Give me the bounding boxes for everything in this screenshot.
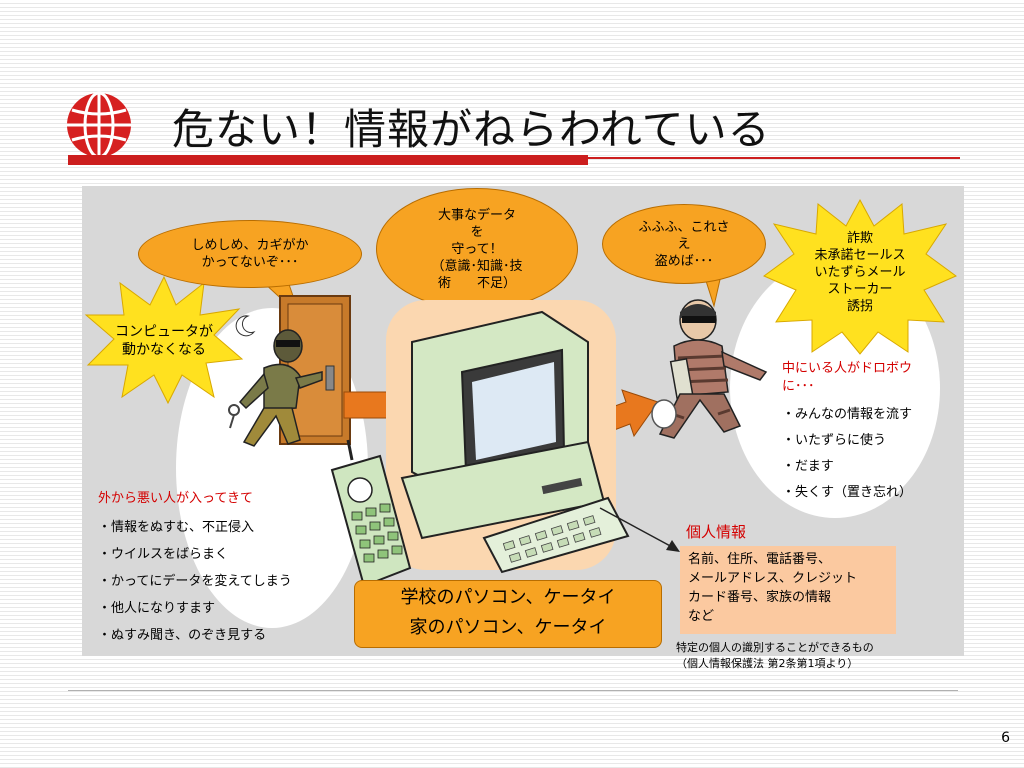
devices-line: 家のパソコン、ケータイ (409, 617, 607, 638)
pointer-arrow (599, 507, 680, 552)
burst-left-shape (84, 275, 244, 405)
computer-icon (400, 310, 630, 574)
speech-bubble-thief-left: しめしめ、カギがか かってないぞ･･･ (138, 220, 362, 288)
personal-info-note: 特定の個人の識別することができるもの （個人情報保護法 第2条第1項より） (676, 641, 874, 670)
inside-heading-line: 中にいる人がドロボウ (782, 361, 913, 376)
speech-bubble-thief-right: ふふふ、これさ え 盗めば･･･ (602, 204, 766, 284)
personal-info-line: カード番号、家族の情報 (688, 590, 832, 605)
speech-bubble-computer: 大事なデータ を 守って！ （意識･知識･技 術 不足） (376, 188, 578, 310)
burglar-left-icon (228, 329, 323, 447)
burst-right-shape (763, 198, 957, 355)
page-title: 危ない！情報がねらわれている (172, 105, 771, 154)
footer-divider (68, 690, 958, 691)
burst-left-text: コンピュータが 動かなくなる (115, 324, 213, 358)
moon-icon (235, 315, 256, 337)
page-number: 6 (1001, 730, 1010, 746)
burst-right-text: 詐欺 未承諾セールス いたずらメール ストーカー 誘拐 (814, 231, 906, 314)
globe-icon (67, 91, 131, 159)
outside-item: ・かってにデータを変えてしまう (98, 574, 292, 589)
personal-info-line: など (688, 609, 715, 624)
outside-heading: 外から悪い人が入ってきて (98, 491, 253, 506)
inside-heading-line: に･･･ (782, 379, 815, 394)
devices-box: 学校のパソコン、ケータイ 家のパソコン、ケータイ (354, 580, 662, 648)
personal-info-label: 個人情報 (686, 523, 747, 541)
inside-item: ・だます (782, 459, 834, 474)
title-underline-line (588, 157, 960, 159)
outside-item: ・他人になりすます (98, 601, 216, 616)
inside-item: ・失くす（置き忘れ） (782, 485, 913, 500)
inside-threats: 中にいる人がドロボウ に･･･ ・みんなの情報を流す ・いたずらに使う ・だます… (782, 360, 912, 506)
outside-item: ・ウイルスをばらまく (98, 547, 229, 562)
title-underline-bar (68, 155, 588, 165)
outside-threats: 外から悪い人が入ってきて ・情報をぬすむ、不正侵入 ・ウイルスをばらまく ・かっ… (98, 490, 292, 649)
inside-item: ・みんなの情報を流す (782, 407, 913, 422)
mobile-phone-icon (330, 439, 412, 588)
inside-item: ・いたずらに使う (782, 433, 887, 448)
burglar-right-icon (651, 299, 768, 439)
personal-info-line: メールアドレス、クレジット (688, 571, 858, 586)
outside-item: ・情報をぬすむ、不正侵入 (98, 520, 255, 535)
personal-info-box: 名前、住所、電話番号、 メールアドレス、クレジット カード番号、家族の情報 など (680, 546, 896, 634)
outside-item: ・ぬすみ聞き、のぞき見する (98, 628, 267, 643)
devices-line: 学校のパソコン、ケータイ (400, 587, 616, 608)
personal-info-line: 名前、住所、電話番号、 (688, 552, 832, 567)
